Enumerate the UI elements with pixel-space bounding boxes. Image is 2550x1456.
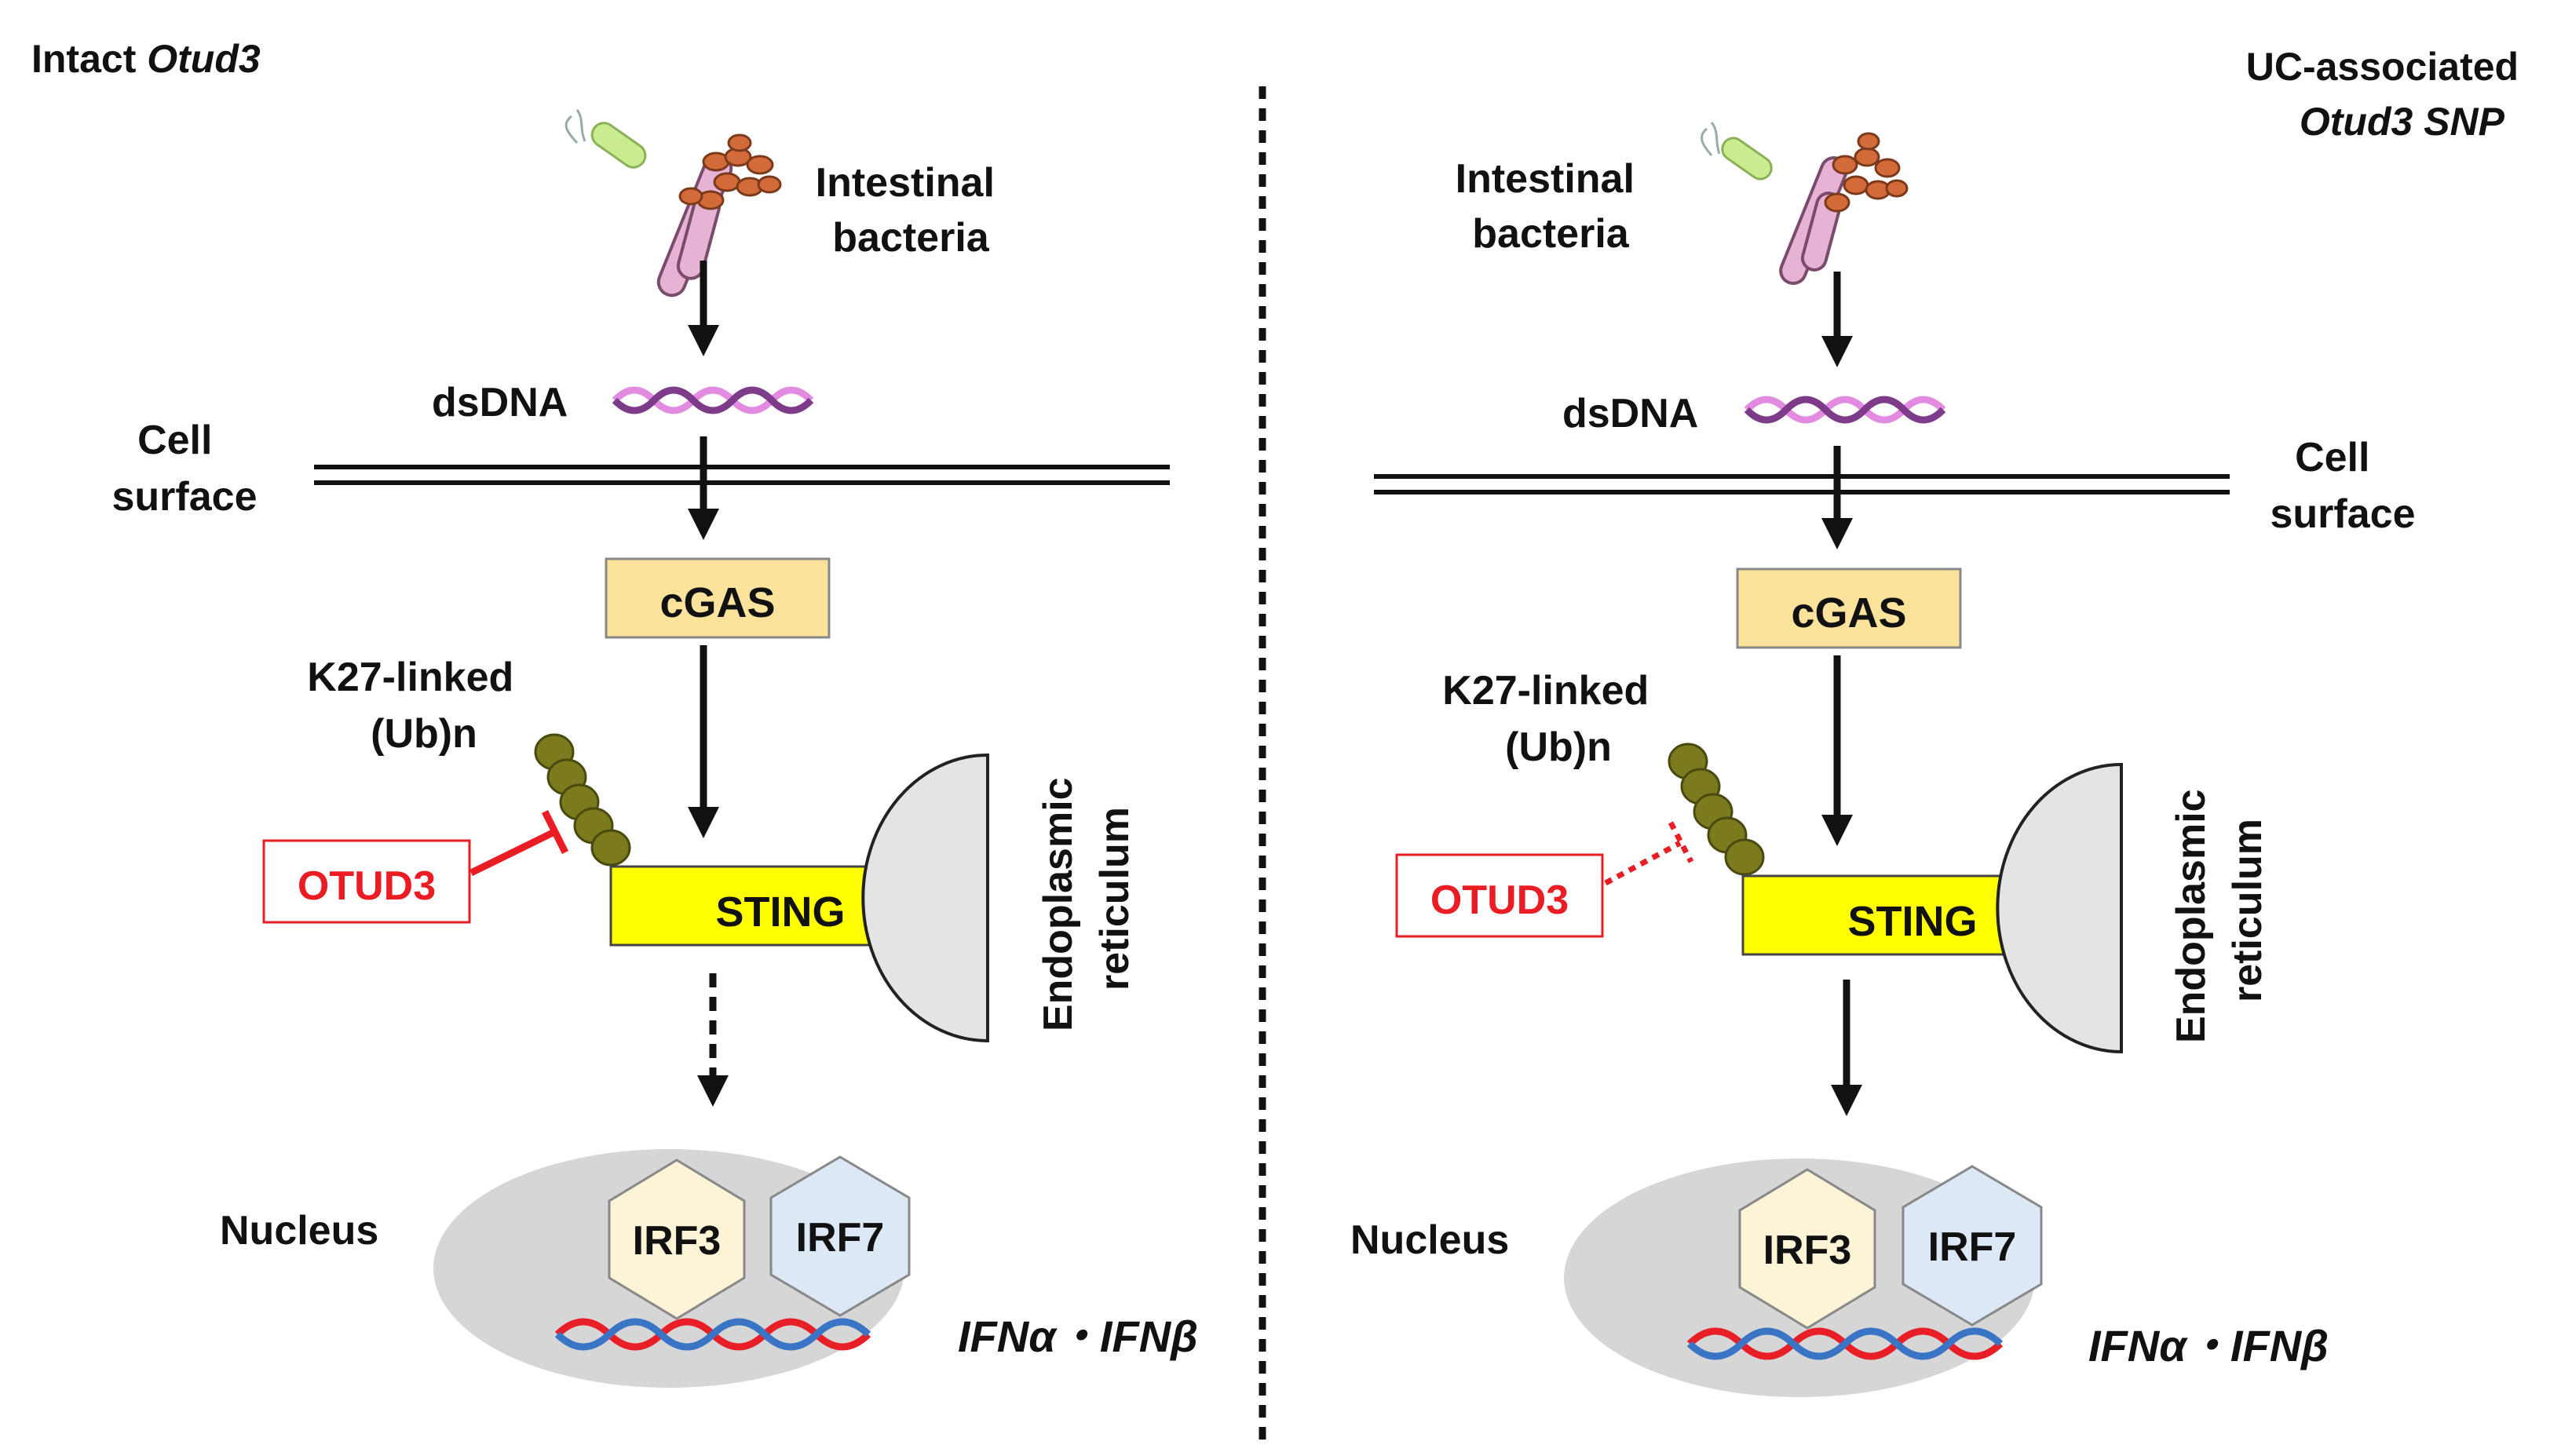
- right-otud3-dotted-inhibition-bar: [1668, 821, 1694, 863]
- left-heading: Intact Otud3: [31, 37, 261, 81]
- right-er-shape: [1996, 762, 2123, 1054]
- ubiquitin-chain-icon: [1668, 743, 1765, 876]
- right-ub-label: K27-linked (Ub)n: [1442, 668, 1660, 770]
- left-cell-surface-label: Cell surface: [112, 418, 258, 520]
- left-panel: Intact Otud3 Intestinal bacteria dsDNA: [31, 37, 1198, 1388]
- right-otud3-label: OTUD3: [1430, 878, 1569, 923]
- right-nucleus-label: Nucleus: [1350, 1217, 1509, 1263]
- right-dsdna-label: dsDNA: [1562, 391, 1698, 436]
- right-gene-dna-icon: [1686, 1327, 2004, 1360]
- left-nucleus-label: Nucleus: [220, 1208, 378, 1253]
- bacteria-icon: [1700, 122, 1909, 285]
- ubiquitin-chain-icon: [534, 733, 631, 867]
- left-er-label: Endoplasmic reticulum: [1036, 766, 1138, 1031]
- left-otud3-inhibition-line: [469, 828, 556, 877]
- right-sting-label: STING: [1847, 898, 1977, 945]
- right-irf7-hexagon: [1902, 1165, 2043, 1326]
- right-ifn-label: IFNα・IFNβ: [2088, 1321, 2329, 1370]
- right-irf7-label: IRF7: [1928, 1224, 2017, 1270]
- dsdna-helix-icon: [1744, 396, 1946, 424]
- left-otud3-inhibition-bar: [541, 809, 569, 855]
- right-heading: UC-associated Otud3 SNP: [2246, 45, 2530, 144]
- left-cgas-box: [605, 557, 831, 639]
- right-otud3-dotted-inhibition-line: [1604, 840, 1682, 886]
- right-er-label: Endoplasmic reticulum: [2168, 778, 2271, 1043]
- left-otud3-box: [262, 839, 471, 924]
- left-irf3-hexagon: [608, 1159, 746, 1320]
- left-cgas-label: cGAS: [659, 579, 775, 626]
- left-irf7-label: IRF7: [796, 1215, 885, 1261]
- right-bacteria-label: Intestinal bacteria: [1456, 156, 1646, 257]
- right-cgas-label: cGAS: [1791, 589, 1906, 637]
- right-irf3-label: IRF3: [1763, 1228, 1852, 1273]
- right-cell-surface-label: Cell surface: [2271, 435, 2416, 537]
- left-irf3-label: IRF3: [633, 1218, 722, 1264]
- left-er-shape: [861, 753, 989, 1043]
- left-sting-label: STING: [715, 889, 845, 936]
- right-panel: UC-associated Otud3 SNP Intestinal bacte…: [1350, 45, 2530, 1397]
- left-dsdna-label: dsDNA: [432, 380, 568, 425]
- dsdna-helix-icon: [612, 386, 814, 414]
- right-cgas-box: [1736, 567, 1962, 649]
- left-ub-label: K27-linked (Ub)n: [307, 655, 524, 757]
- right-otud3-box: [1395, 853, 1604, 938]
- bacteria-icon: [564, 109, 782, 297]
- left-gene-dna-icon: [554, 1318, 871, 1351]
- right-irf3-hexagon: [1738, 1168, 1876, 1330]
- left-otud3-label: OTUD3: [298, 863, 436, 909]
- left-bacteria-label: Intestinal bacteria: [816, 160, 1006, 261]
- left-ifn-label: IFNα・IFNβ: [958, 1312, 1198, 1361]
- left-irf7-hexagon: [769, 1155, 911, 1317]
